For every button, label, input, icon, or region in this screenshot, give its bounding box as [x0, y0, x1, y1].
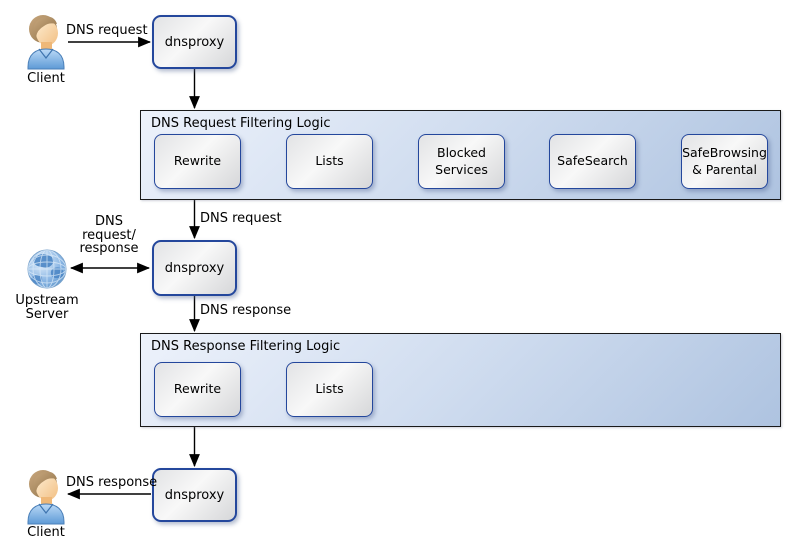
- dnsproxy-bottom-node: dnsproxy: [152, 468, 237, 522]
- client-collar: [38, 503, 54, 514]
- step-blocked-services: Blocked Services: [418, 134, 505, 189]
- client-shirt: [27, 503, 65, 525]
- globe-graticule: [28, 250, 66, 288]
- step-lists: Lists: [286, 134, 373, 189]
- request-group-title: DNS Request Filtering Logic: [151, 116, 331, 131]
- edge-label-dns-request-mid: DNS request: [200, 211, 282, 226]
- client-neck: [41, 497, 52, 506]
- client-hair-fringe: [33, 16, 57, 37]
- client-neck: [41, 42, 52, 51]
- upstream-server-label: Upstream Server: [15, 293, 79, 322]
- edge-label-dns-response-mid: DNS response: [200, 303, 292, 318]
- client-hair-fringe: [33, 471, 57, 492]
- response-group-title: DNS Response Filtering Logic: [151, 339, 341, 354]
- response-filtering-group: DNS Response Filtering Logic Rewrite Lis…: [140, 333, 781, 427]
- client-bottom-icon: [27, 470, 65, 525]
- upstream-server-icon: [27, 249, 67, 289]
- step-safesearch: SafeSearch: [549, 134, 636, 189]
- client-icon: [27, 15, 65, 70]
- dnsproxy-top-node: dnsproxy: [152, 15, 237, 69]
- edge-label-dns-request-top: DNS request: [66, 23, 148, 38]
- client-bottom-label: Client: [27, 525, 65, 540]
- client-top-label: Client: [27, 71, 65, 86]
- edge-label-dns-response-bottom: DNS response: [66, 475, 158, 490]
- step-rewrite: Rewrite: [154, 134, 241, 189]
- edge-label-dns-request-response: DNS request/ response: [79, 214, 139, 257]
- client-shirt: [27, 48, 65, 70]
- step-safebrowsing-parental: SafeBrowsing & Parental: [681, 134, 768, 189]
- step-lists-response: Lists: [286, 362, 373, 417]
- step-rewrite-response: Rewrite: [154, 362, 241, 417]
- dnsproxy-mid-node: dnsproxy: [152, 240, 237, 296]
- client-collar: [38, 48, 54, 59]
- request-filtering-group: DNS Request Filtering Logic Rewrite List…: [140, 110, 781, 200]
